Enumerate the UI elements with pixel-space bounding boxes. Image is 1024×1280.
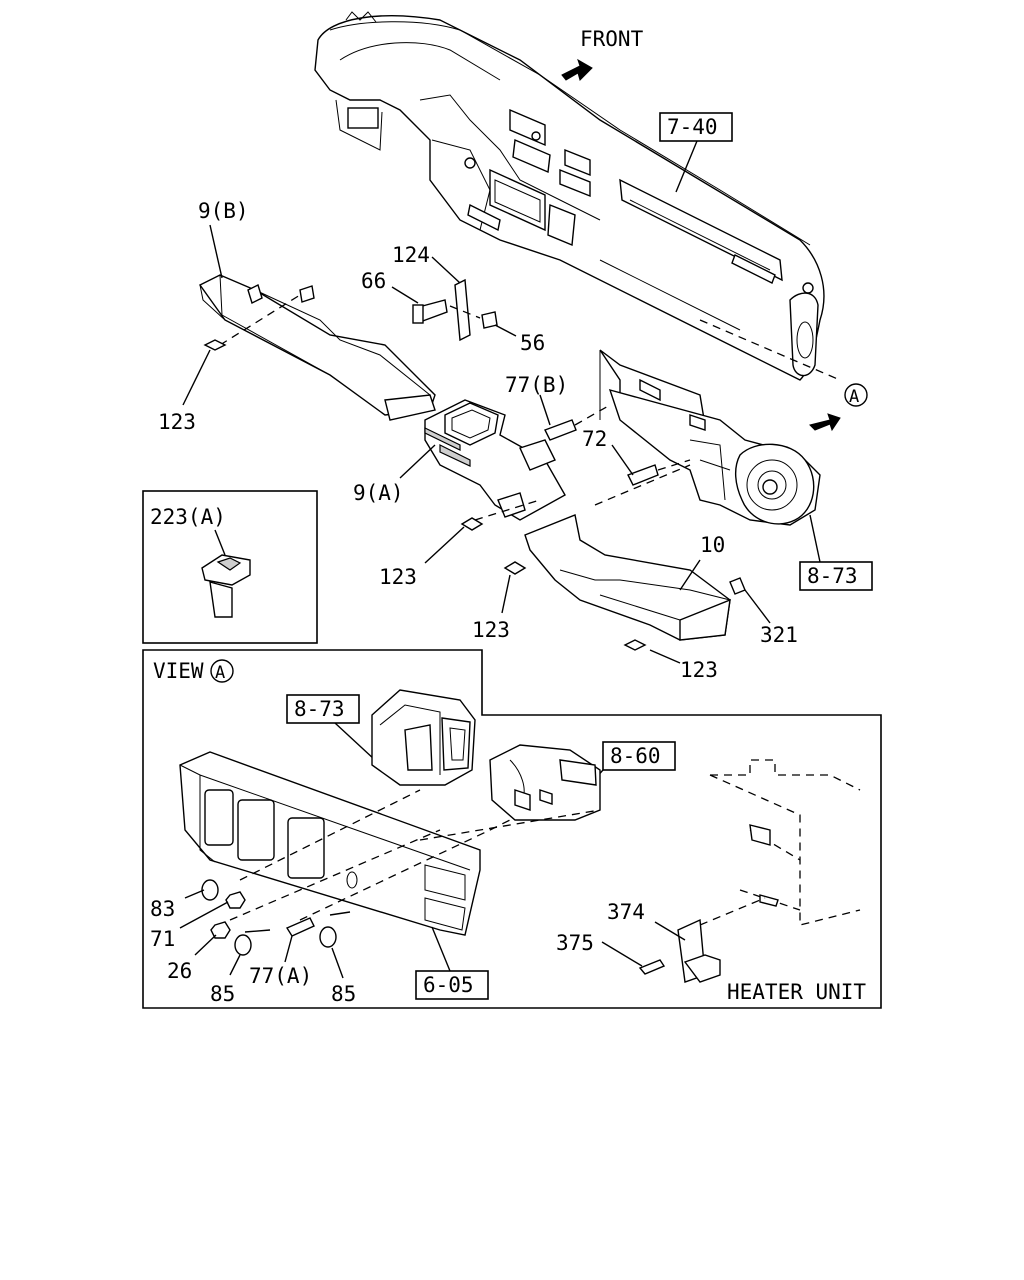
duct-9b-drawing (198, 274, 436, 421)
callout-83: 83 (150, 897, 175, 921)
heater-unit-label: HEATER UNIT (727, 980, 866, 1004)
screw-123-a (203, 339, 227, 351)
view-a-circle (210, 659, 234, 683)
callout-85-b: 85 (331, 982, 356, 1006)
callout-77a: 77(A) (249, 964, 312, 988)
callout-71: 71 (150, 927, 175, 951)
callout-223a: 223(A) (150, 505, 226, 529)
callout-123-a: 123 (158, 410, 196, 434)
nut-71 (225, 891, 246, 909)
callout-10: 10 (700, 533, 725, 557)
blower-view-drawing (371, 689, 476, 786)
ref-box-6-05-label: 6-05 (423, 973, 474, 997)
leader-lines (179, 224, 771, 979)
ref-box-8-73-top (799, 561, 873, 591)
ref-box-6-05 (415, 970, 489, 1000)
screw-375 (638, 959, 666, 975)
callout-9b: 9(B) (198, 199, 249, 223)
firewall-panel-drawing (179, 751, 481, 936)
ref-box-7-40 (659, 112, 733, 142)
ref-box-8-73-view-label: 8-73 (294, 697, 345, 721)
callout-123-d: 123 (680, 658, 718, 682)
view-marker-a (844, 383, 868, 407)
instrument-panel-drawing (314, 11, 825, 381)
callout-9a: 9(A) (353, 481, 404, 505)
clip-223a-drawing (201, 554, 251, 618)
nut-26 (210, 921, 231, 939)
grommet-85-a (234, 934, 252, 956)
callout-85-a: 85 (210, 982, 235, 1006)
ref-box-8-60 (602, 741, 676, 771)
callout-56: 56 (520, 331, 545, 355)
ref-box-7-40-label: 7-40 (667, 115, 718, 139)
callout-374: 374 (607, 900, 645, 924)
duct-9a-drawing (424, 399, 566, 521)
blower-unit-drawing (599, 349, 821, 526)
view-marker-a-label: A (849, 387, 859, 407)
screw-123-b (460, 517, 484, 531)
screw-123-d (623, 639, 647, 651)
bracket-124-drawing (412, 278, 498, 342)
screw-123-c (503, 561, 527, 575)
view-a-arrow (809, 413, 841, 432)
unit-8-60-drawing (489, 744, 601, 821)
callout-77b: 77(B) (505, 373, 568, 397)
ref-box-8-73-view (286, 694, 360, 724)
grommet-85-b (319, 926, 337, 948)
view-label: VIEW (153, 659, 204, 683)
front-arrow (561, 58, 593, 81)
grommet-83 (201, 879, 219, 901)
callout-321: 321 (760, 623, 798, 647)
callout-375: 375 (556, 931, 594, 955)
callout-123-b: 123 (379, 565, 417, 589)
bolt-77a (285, 917, 315, 937)
callout-66: 66 (361, 269, 386, 293)
callout-124: 124 (392, 243, 430, 267)
view-a-panel (142, 649, 882, 1009)
callout-26: 26 (167, 959, 192, 983)
duct-10-drawing (524, 514, 746, 641)
screw-72 (627, 464, 659, 486)
front-label: FRONT (580, 27, 644, 51)
callout-72: 72 (582, 427, 607, 451)
callout-123-c: 123 (472, 618, 510, 642)
ref-box-8-60-label: 8-60 (610, 744, 661, 768)
screw-77b (544, 419, 577, 441)
ref-box-8-73-top-label: 8-73 (807, 564, 858, 588)
view-a-circle-label: A (215, 663, 225, 683)
bracket-374-drawing (677, 918, 721, 983)
